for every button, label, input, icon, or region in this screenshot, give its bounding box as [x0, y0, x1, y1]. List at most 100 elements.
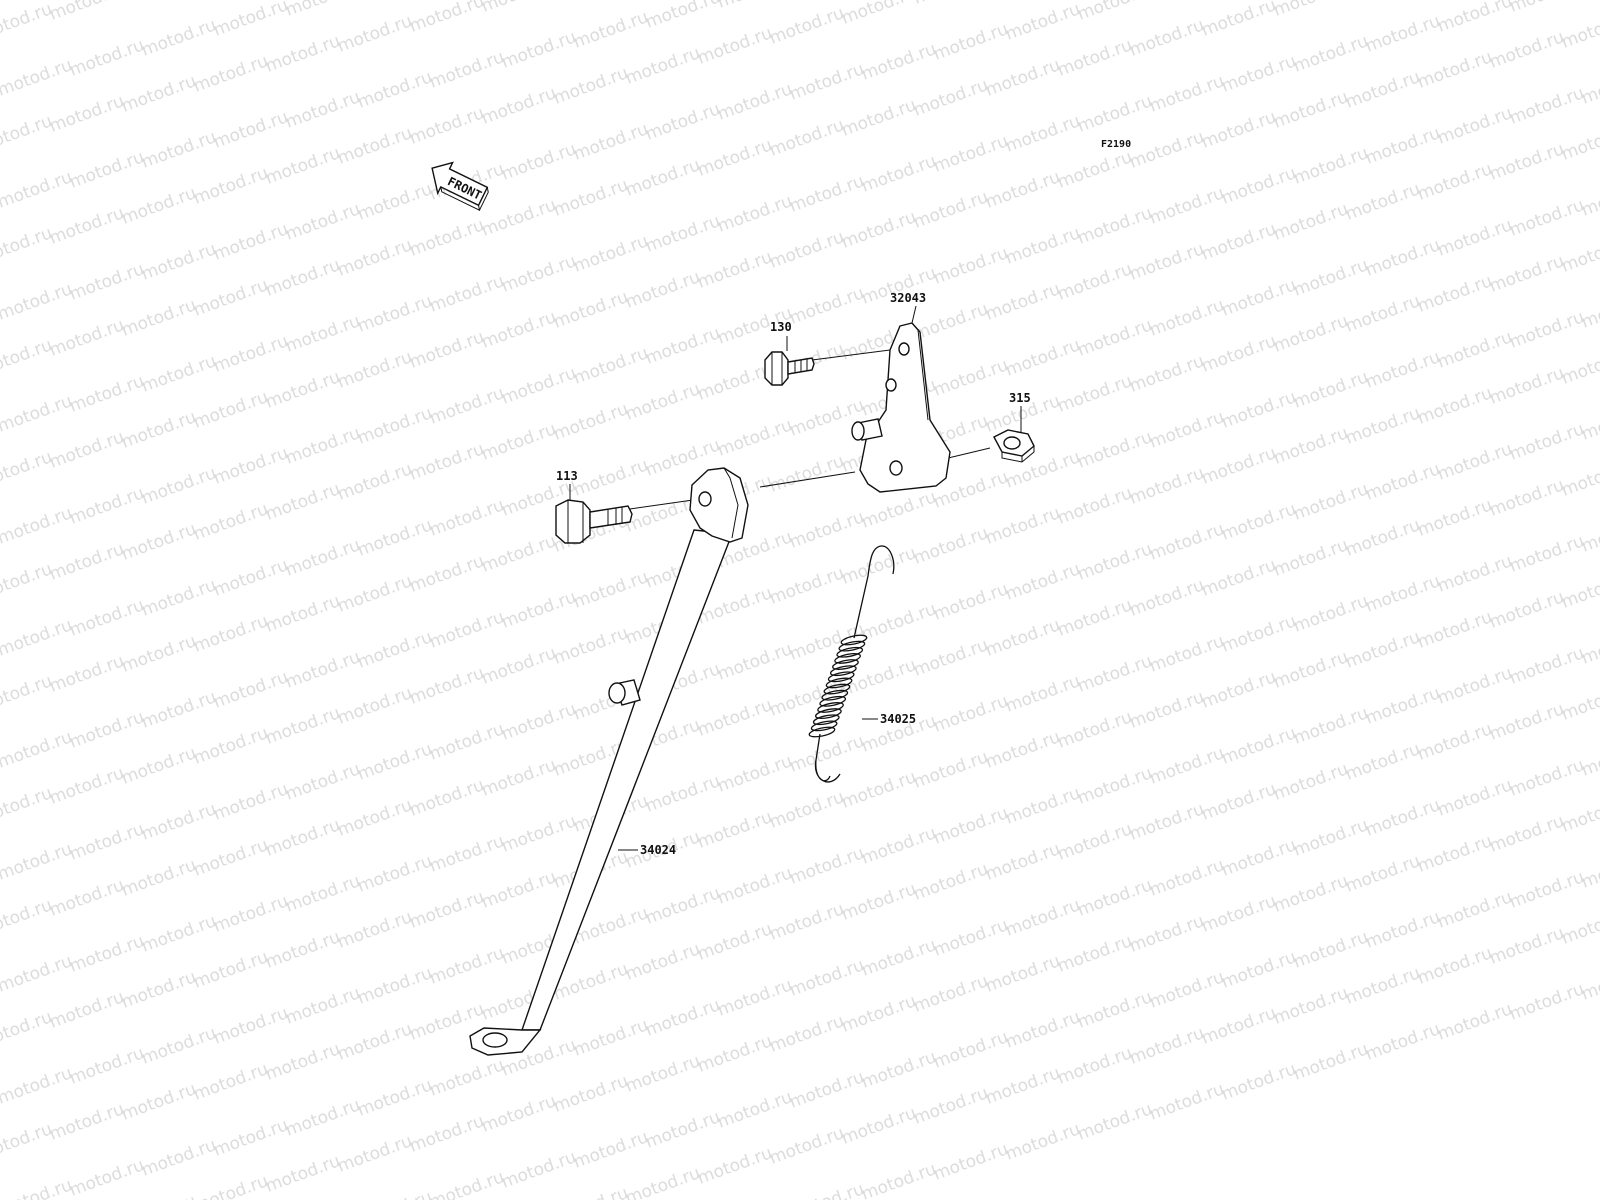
watermark-text: motod.ru [931, 1027, 1011, 1072]
watermark-text: motod.ru [1363, 1019, 1443, 1064]
watermark-text: motod.ru [1291, 815, 1371, 860]
watermark-text: motod.ru [0, 391, 75, 436]
watermark-text: motod.ru [139, 687, 219, 732]
watermark-text: motod.ru [191, 387, 271, 432]
watermark-text: motod.ru [1219, 499, 1299, 544]
watermark-text: motod.ru [283, 1095, 363, 1140]
watermark-text: motod.ru [263, 255, 343, 300]
watermark-text: motod.ru [911, 0, 991, 9]
watermark-text: motod.ru [119, 183, 199, 228]
watermark-text: motod.ru [1363, 907, 1443, 952]
bolt-113-part [555, 499, 633, 544]
watermark-text: motod.ru [1147, 183, 1227, 228]
watermark-text: motod.ru [1291, 703, 1371, 748]
watermark-text: motod.ru [643, 1107, 723, 1152]
watermark-text: motod.ru [1291, 255, 1371, 300]
watermark-text: motod.ru [1075, 0, 1155, 25]
spring-coil [812, 714, 840, 726]
diagram-code: F2190 [1101, 139, 1131, 150]
watermark-text: motod.ru [1415, 47, 1495, 92]
watermark-text: motod.ru [931, 355, 1011, 400]
watermark-text: motod.ru [715, 191, 795, 236]
watermark-text: motod.ru [859, 487, 939, 532]
watermark-text: motod.ru [1363, 571, 1443, 616]
watermark-text: motod.ru [263, 1151, 343, 1196]
watermark-text: motod.ru [1055, 595, 1135, 640]
side-stand-34024-part [469, 467, 749, 1056]
watermark-text: motod.ru [1055, 1043, 1135, 1088]
watermark-text: motod.ru [119, 743, 199, 788]
bracket-32043-part [851, 322, 951, 493]
watermark-text: motod.ru [1435, 327, 1515, 372]
watermark-text: motod.ru [643, 211, 723, 256]
watermark-text: motod.ru [1147, 855, 1227, 900]
watermark-text: motod.ru [1003, 1119, 1083, 1164]
watermark-text: motod.ru [427, 719, 507, 764]
watermark-text: motod.ru [1363, 795, 1443, 840]
watermark-text: motod.ru [499, 699, 579, 744]
watermark-text: motod.ru [859, 39, 939, 84]
watermark-text: motod.ru [263, 367, 343, 412]
watermark-text: motod.ru [263, 143, 343, 188]
watermark-text: motod.ru [1559, 791, 1600, 836]
watermark-text: motod.ru [0, 1175, 75, 1200]
watermark-text: motod.ru [479, 643, 559, 688]
watermark-text: motod.ru [1363, 123, 1443, 168]
watermark-text: motod.ru [1199, 0, 1279, 41]
watermark-text: motod.ru [407, 215, 487, 260]
watermark-text: motod.ru [1127, 239, 1207, 284]
watermark-text: motod.ru [47, 1099, 127, 1144]
watermark-text: motod.ru [0, 1063, 75, 1108]
watermark-text: motod.ru [551, 399, 631, 444]
watermark-text: motod.ru [0, 55, 75, 100]
watermark-text: motod.ru [1343, 851, 1423, 896]
watermark-text: motod.ru [1415, 719, 1495, 764]
watermark-text: motod.ru [427, 47, 507, 92]
watermark-text: motod.ru [119, 0, 199, 5]
watermark-text: motod.ru [191, 835, 271, 880]
watermark-text: motod.ru [1199, 443, 1279, 488]
spring-coil [836, 646, 864, 658]
watermark-text: motod.ru [1559, 343, 1600, 388]
watermark-text: motod.ru [355, 0, 435, 1]
watermark-text: motod.ru [1435, 439, 1515, 484]
watermark-text: motod.ru [1435, 215, 1515, 260]
watermark-text: motod.ru [1199, 891, 1279, 936]
watermark-text: motod.ru [571, 119, 651, 164]
watermark-text: motod.ru [1147, 1079, 1227, 1124]
watermark-text: motod.ru [983, 951, 1063, 996]
watermark-text: motod.ru [1055, 371, 1135, 416]
watermark-text: motod.ru [67, 371, 147, 416]
watermark-text: motod.ru [427, 495, 507, 540]
watermark-text: motod.ru [67, 1155, 147, 1200]
watermark-text: motod.ru [839, 543, 919, 588]
watermark-text: motod.ru [0, 839, 75, 884]
watermark-text: motod.ru [335, 123, 415, 168]
watermark-text: motod.ru [1219, 723, 1299, 768]
watermark-text: motod.ru [859, 935, 939, 980]
watermark-text: motod.ru [1075, 539, 1155, 584]
watermark-text: motod.ru [1147, 631, 1227, 676]
watermark-text: motod.ru [499, 27, 579, 72]
watermark-text: motod.ru [67, 1043, 147, 1088]
watermark-text: motod.ru [283, 0, 363, 21]
watermark-text: motod.ru [0, 727, 75, 772]
watermark-text: motod.ru [623, 155, 703, 200]
watermark-text: motod.ru [911, 971, 991, 1016]
spring-coil [823, 683, 851, 695]
part-label-34025: 34025 [880, 712, 916, 726]
watermark-text: motod.ru [1127, 127, 1207, 172]
alignment-line-315 [943, 447, 991, 460]
watermark-text: motod.ru [499, 811, 579, 856]
watermark-text: motod.ru [695, 135, 775, 180]
watermark-text: motod.ru [211, 219, 291, 264]
watermark-text: motod.ru [191, 723, 271, 768]
watermark-text: motod.ru [211, 1003, 291, 1048]
watermark-text: motod.ru [191, 275, 271, 320]
watermark-text: motod.ru [859, 823, 939, 868]
watermark-text: motod.ru [911, 859, 991, 904]
watermark-text: motod.ru [191, 499, 271, 544]
watermark-text: motod.ru [551, 63, 631, 108]
watermark-text: motod.ru [695, 247, 775, 292]
watermark-text: motod.ru [767, 787, 847, 832]
